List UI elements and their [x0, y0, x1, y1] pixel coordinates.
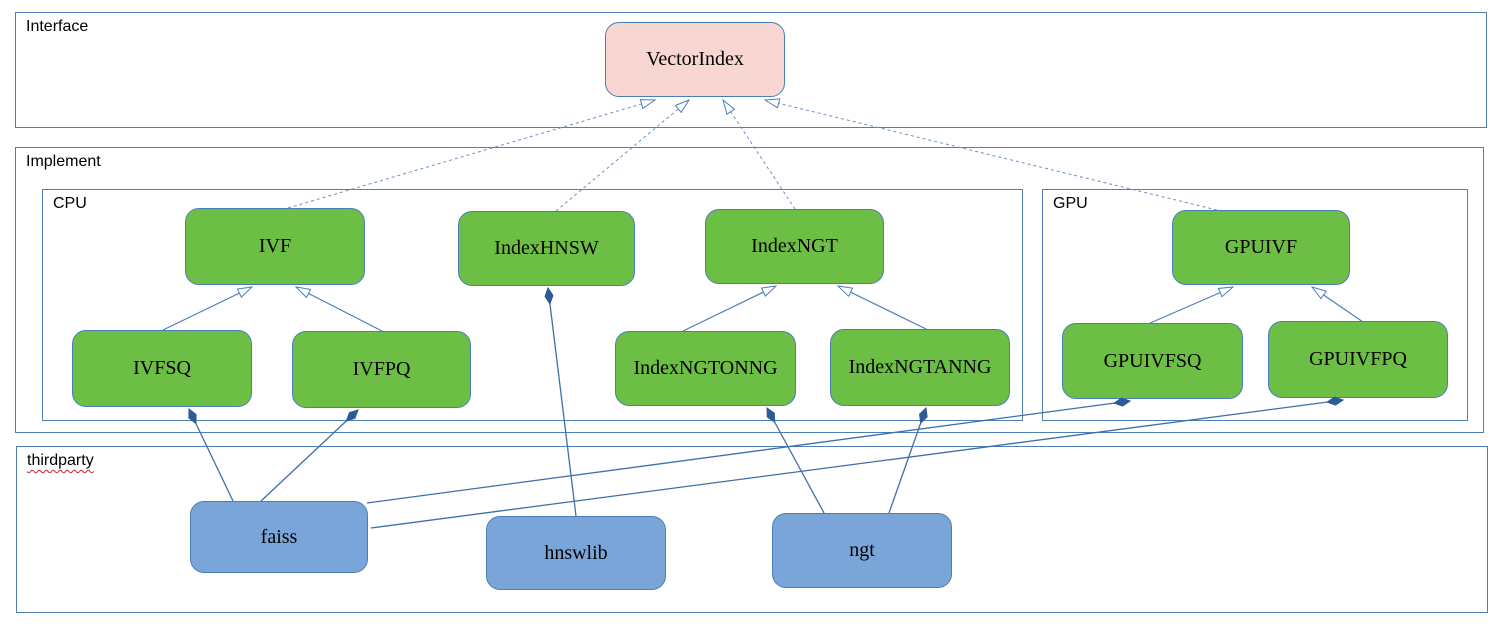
- container-gpu-label: GPU: [1053, 195, 1088, 212]
- node-faiss-label: faiss: [260, 525, 298, 548]
- node-gpuivf[interactable]: GPUIVF: [1172, 210, 1350, 285]
- node-indexngtonng-label: IndexNGTONNG: [633, 357, 778, 379]
- node-ivf[interactable]: IVF: [185, 208, 365, 285]
- node-indexngtanng-label: IndexNGTANNG: [848, 356, 992, 378]
- node-indexhnsw-label: IndexHNSW: [494, 237, 599, 259]
- node-gpuivfsq[interactable]: GPUIVFSQ: [1062, 323, 1243, 399]
- node-indexngtonng[interactable]: IndexNGTONNG: [615, 331, 796, 406]
- node-ngt[interactable]: ngt: [772, 513, 952, 588]
- node-indexngt-label: IndexNGT: [751, 235, 838, 257]
- node-indexhnsw[interactable]: IndexHNSW: [458, 211, 635, 286]
- node-indexngt[interactable]: IndexNGT: [705, 209, 884, 284]
- node-ivf-label: IVF: [258, 235, 292, 257]
- node-gpuivf-label: GPUIVF: [1224, 236, 1298, 258]
- container-interface-label: Interface: [26, 18, 89, 35]
- container-implement-label: Implement: [26, 153, 101, 170]
- node-ivfpq[interactable]: IVFPQ: [292, 331, 471, 408]
- node-gpuivfpq-label: GPUIVFPQ: [1309, 348, 1407, 370]
- node-ivfsq[interactable]: IVFSQ: [72, 330, 252, 407]
- node-vectorindex[interactable]: VectorIndex: [605, 22, 785, 97]
- node-ngt-label: ngt: [849, 539, 875, 561]
- node-hnswlib-label: hnswlib: [544, 541, 608, 564]
- node-gpuivfsq-label: GPUIVFSQ: [1103, 349, 1202, 372]
- container-cpu-label: CPU: [53, 195, 87, 212]
- container-thirdparty-label: thirdparty: [27, 452, 94, 469]
- node-hnswlib[interactable]: hnswlib: [486, 516, 666, 590]
- node-faiss[interactable]: faiss: [190, 501, 368, 573]
- node-gpuivfpq[interactable]: GPUIVFPQ: [1268, 321, 1448, 398]
- node-ivfsq-label: IVFSQ: [133, 357, 191, 379]
- node-ivfpq-label: IVFPQ: [352, 358, 411, 380]
- node-vectorindex-label: VectorIndex: [646, 48, 744, 70]
- node-indexngtanng[interactable]: IndexNGTANNG: [830, 329, 1010, 406]
